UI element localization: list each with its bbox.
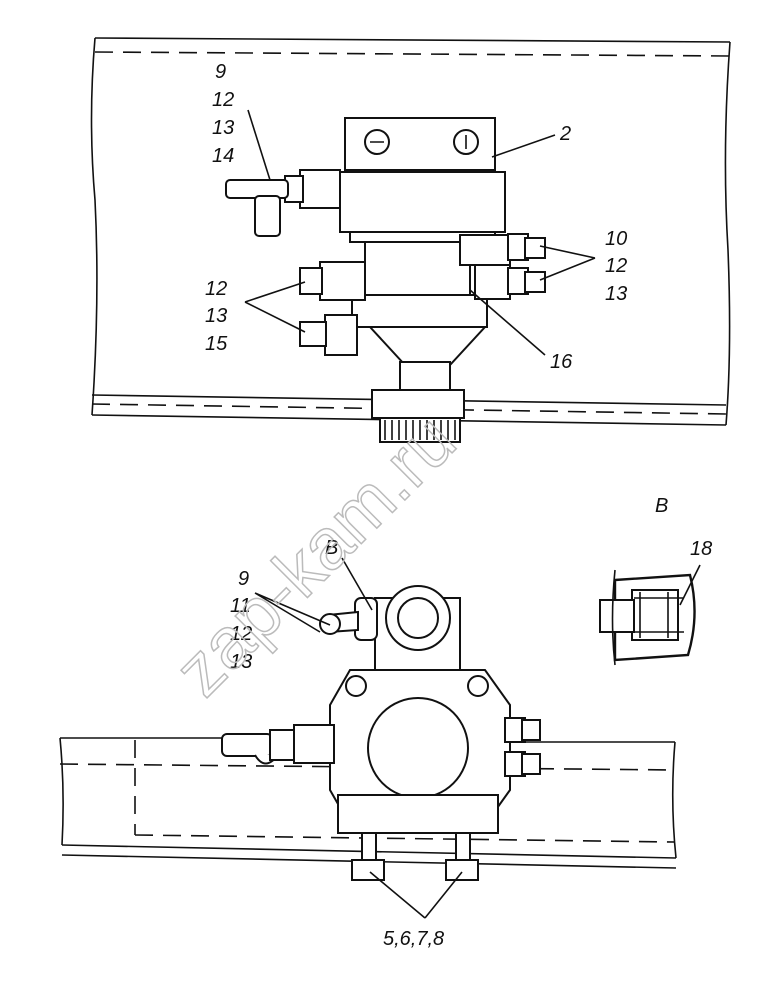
view-mark-b: B [325,537,338,559]
label-9: 9 [238,568,249,590]
top-leader-lines [244,109,596,356]
label-12: 12 [205,278,227,300]
label-2: 2 [559,123,571,145]
label-13: 13 [230,651,252,673]
bottom-leader-lines [254,557,463,919]
label-11: 11 [230,595,251,617]
label-15: 15 [205,333,228,355]
detail-title: B [655,495,668,517]
label-12: 12 [230,623,252,645]
label-5-6-7-8: 5,6,7,8 [383,928,444,950]
bottom-labels: B 9 11 12 13 5,6,7,8 [230,537,444,950]
label-13: 13 [212,117,234,139]
label-12: 12 [212,89,234,111]
label-12: 12 [605,255,627,277]
label-14: 14 [212,145,234,167]
label-16: 16 [550,351,573,373]
label-18: 18 [690,538,712,560]
detail-view-b: B 18 [599,495,712,666]
label-10: 10 [605,228,627,250]
top-valve-assembly [225,117,546,443]
label-9: 9 [215,61,226,83]
bottom-valve-assembly [221,585,541,881]
top-labels: 9 12 13 14 2 10 12 13 12 13 15 16 [205,61,627,373]
label-13: 13 [205,305,227,327]
label-13: 13 [605,283,627,305]
